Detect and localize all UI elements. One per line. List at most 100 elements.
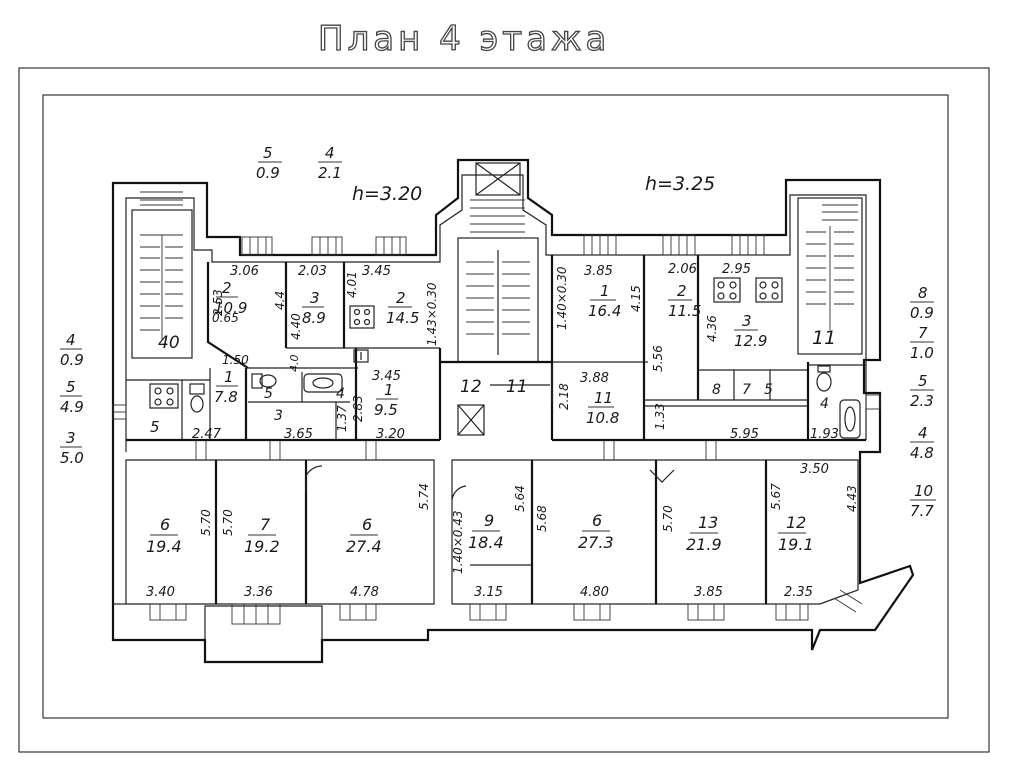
svg-text:13: 13 [698,513,718,532]
right-wing [552,197,881,442]
height-right: h=3.25 [645,173,715,195]
svg-text:4.8: 4.8 [910,444,934,462]
svg-text:1.50: 1.50 [222,353,249,367]
svg-text:2.83: 2.83 [351,395,365,422]
svg-text:4.80: 4.80 [580,585,609,600]
svg-text:4: 4 [336,386,345,402]
number-labels: 40 5 5 3 4 12 11 11 8 7 5 4 [150,327,836,436]
svg-text:16.4: 16.4 [588,302,621,320]
svg-text:4: 4 [820,396,829,412]
svg-text:1.93: 1.93 [810,427,839,442]
svg-text:2.18: 2.18 [557,383,571,410]
svg-text:6: 6 [362,515,372,534]
svg-text:7: 7 [918,324,928,342]
svg-text:3: 3 [66,429,76,447]
svg-text:3.85: 3.85 [694,585,723,600]
svg-text:14.5: 14.5 [386,309,419,327]
svg-text:3.45: 3.45 [372,369,401,384]
outside-right-legend: 8 0.9 7 1.0 5 2.3 4 4.8 10 7.7 [910,284,936,520]
svg-text:1.40×0.30: 1.40×0.30 [555,266,569,330]
sink-icon [353,349,369,363]
svg-text:3.85: 3.85 [584,264,613,279]
room-labels: 210.9 38.9 214.5 17.8 19.5 116.4 211.5 3… [146,279,814,556]
svg-text:2: 2 [396,289,406,307]
room-b13: 13 21.9 [686,513,722,554]
svg-text:1.0: 1.0 [910,344,934,362]
svg-text:5: 5 [918,372,928,390]
svg-text:2.3: 2.3 [910,392,934,410]
svg-text:4: 4 [918,424,928,442]
svg-text:2.1: 2.1 [318,164,342,182]
svg-text:3.40: 3.40 [146,585,175,600]
svg-text:4.43: 4.43 [845,485,859,512]
svg-text:27.4: 27.4 [346,537,382,556]
room-l1b: 19.5 [374,381,398,419]
room-b6a: 619.4 [146,515,182,556]
svg-text:3.06: 3.06 [230,264,259,279]
svg-text:5.0: 5.0 [60,449,84,467]
room-l3: 38.9 [302,289,326,327]
svg-text:3.65: 3.65 [284,427,313,442]
svg-text:5.95: 5.95 [730,427,759,442]
svg-text:10.9: 10.9 [214,299,247,317]
toilet-icon [816,365,832,392]
room-b9: 918.4 [468,511,504,552]
svg-text:0.9: 0.9 [910,304,934,322]
svg-text:6: 6 [160,515,170,534]
svg-text:5: 5 [150,418,160,436]
svg-text:5: 5 [66,378,76,396]
svg-text:0.9: 0.9 [256,164,280,182]
svg-text:10.8: 10.8 [586,409,619,427]
outer-frame [18,67,990,753]
svg-text:3.36: 3.36 [244,585,273,600]
svg-text:3: 3 [742,312,752,330]
svg-text:7.8: 7.8 [214,388,238,406]
height-labels: h=3.20 h=3.25 [352,173,715,205]
svg-text:1.40×0.43: 1.40×0.43 [451,511,465,575]
svg-text:19.4: 19.4 [146,537,182,556]
stove-icon [713,277,741,303]
svg-text:4.36: 4.36 [705,315,719,342]
dimension-labels: 3.06 2.03 3.45 3.85 2.06 2.95 2.53 0.65 … [146,262,859,600]
svg-text:4: 4 [325,144,335,162]
svg-text:11: 11 [506,377,528,397]
left-wing [112,191,440,442]
svg-text:1: 1 [600,282,610,300]
svg-text:5: 5 [764,382,773,398]
svg-text:2.35: 2.35 [784,585,813,600]
room-r2: 211.5 [668,282,701,320]
svg-text:1.37: 1.37 [335,405,349,432]
svg-text:0.9: 0.9 [60,351,84,369]
svg-text:4.9: 4.9 [60,398,84,416]
svg-text:11.5: 11.5 [668,302,701,320]
svg-text:7: 7 [742,382,751,398]
svg-text:9: 9 [484,511,494,530]
svg-text:5: 5 [264,386,273,402]
svg-text:3.50: 3.50 [800,462,829,477]
svg-text:10: 10 [914,482,933,500]
svg-text:6: 6 [592,511,602,530]
svg-text:3.15: 3.15 [474,585,503,600]
toilet-icon [189,383,205,413]
svg-text:5.70: 5.70 [661,505,675,532]
svg-text:19.2: 19.2 [244,537,280,556]
svg-text:3.20: 3.20 [376,427,405,442]
svg-text:21.9: 21.9 [686,535,722,554]
svg-text:2.06: 2.06 [668,262,697,277]
svg-text:1: 1 [384,381,394,399]
room-r3: 312.9 [734,312,767,350]
svg-text:5.70: 5.70 [199,509,213,536]
svg-text:1.43×0.30: 1.43×0.30 [425,282,439,346]
svg-text:2.53: 2.53 [211,289,225,316]
svg-text:5.64: 5.64 [513,485,527,512]
building-walls [111,158,915,664]
svg-text:9.5: 9.5 [374,401,398,419]
svg-text:4.78: 4.78 [350,585,379,600]
svg-text:1: 1 [224,368,234,386]
svg-text:18.4: 18.4 [468,533,504,552]
svg-text:3: 3 [310,289,320,307]
svg-text:19.1: 19.1 [778,535,814,554]
svg-text:4: 4 [66,331,76,349]
